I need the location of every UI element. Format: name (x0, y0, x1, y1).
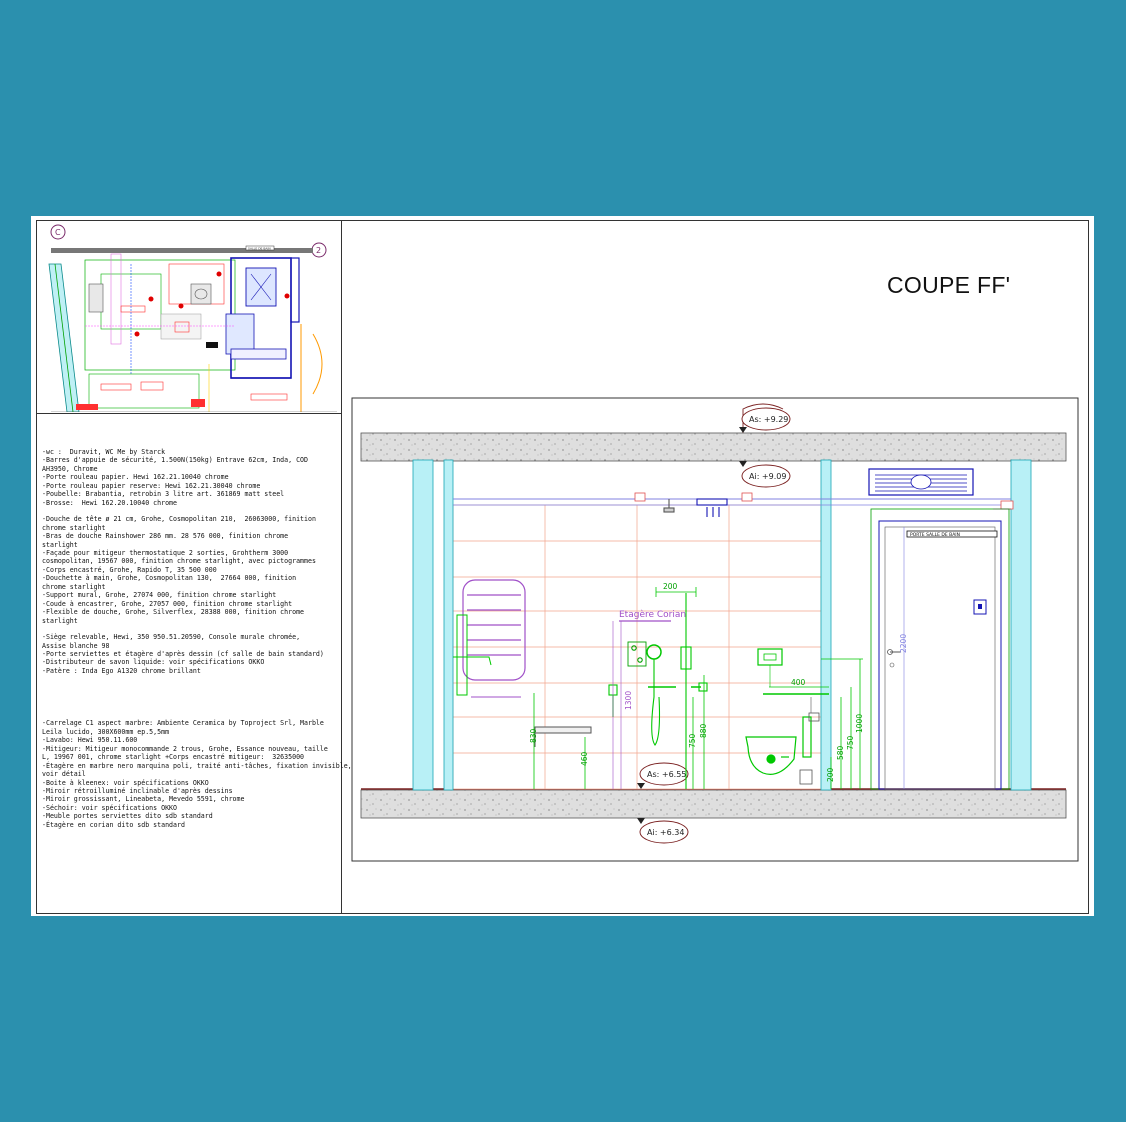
plan-title-tag: SALLE DE BAIN (248, 247, 271, 251)
note-line: -Mitigeur: Mitigeur monocommande 2 trous… (42, 744, 328, 753)
dimension-lines (533, 587, 863, 789)
dim-1300: 1300 (624, 691, 633, 710)
corian-shelf-label: Etagère Corian (619, 609, 686, 620)
dim-750-wc: 750 (846, 735, 855, 750)
note-line: L, 19967 001, chrome starlight +Corps en… (42, 753, 305, 762)
corian-shelf: Etagère Corian (612, 609, 686, 789)
door-tag: PORTE SALLE DE BAIN (910, 532, 960, 538)
note-line: -Flexible de douche, Grohe, Silverflex, … (42, 608, 305, 617)
notes-group-accessories: -Siège relevable, Hewi, 350 950.51.20590… (42, 633, 342, 675)
dim-400: 400 (791, 678, 806, 687)
level-marker-top-as: As: +9.29 (739, 403, 791, 433)
dim-830: 830 (529, 728, 538, 743)
key-plan: C 2 SALLE DE BAIN (41, 224, 337, 412)
sheet-divider-horizontal (36, 413, 341, 414)
level-marker-bottom-as: As: +6.55 (637, 762, 689, 789)
folding-seat (453, 614, 592, 747)
shower-assembly (608, 498, 728, 789)
note-line: -Étagère en corian dito sdb standard (42, 820, 185, 829)
plan-top-wall (51, 248, 313, 253)
note-line: -Brosse: Hewi 162.20.10040 chrome (42, 498, 177, 507)
note-line: -Façade pour mitigeur thermostatique 2 s… (42, 548, 289, 557)
ceiling-slab (360, 432, 1067, 462)
notes-group-shower: -Douche de tête ø 21 cm, Grohe, Cosmopol… (42, 515, 342, 625)
note-line: -Porte rouleau papier reserve: Hewi 162.… (42, 481, 261, 490)
dim-580: 580 (836, 745, 845, 760)
note-line: -Étagère en marbre nero marquina poli, t… (42, 761, 352, 770)
bathroom-door: PORTE SALLE DE BAIN (870, 508, 1011, 790)
note-line: -Porte rouleau papier. Hewi 162.21.10040… (42, 473, 229, 482)
dim-460: 460 (580, 751, 589, 766)
level-marker-top-ai: Ai: +9.09 (739, 461, 791, 488)
level-marker-bottom-ai: Ai: +6.34 (637, 818, 689, 844)
note-line: starlight (42, 616, 78, 625)
note-line: voir détail (42, 770, 86, 779)
note-line: -Boite à kleenex: voir spécifications OK… (42, 778, 209, 787)
note-line: -Carrelage C1 aspect marbre: Ambiente Ce… (42, 719, 324, 728)
ventilation-grille (868, 468, 974, 496)
dim-200-top: 200 (663, 582, 678, 591)
svg-text:As: +6.55: As: +6.55 (647, 770, 686, 779)
svg-text:Ai: +6.34: Ai: +6.34 (647, 828, 684, 837)
note-line: -Coude à encastrer, Grohe, 27057 000, fi… (42, 599, 293, 608)
note-line: Leila lucido, 300X600mm ep.5,5mm (42, 727, 170, 736)
note-line: -Support mural, Grohe, 27074 000, finiti… (42, 591, 277, 600)
note-line: chrome starlight (42, 523, 106, 532)
note-line: -Douchette à main, Grohe, Cosmopolitan 1… (42, 574, 297, 583)
dim-2200: 2200 (899, 634, 908, 653)
note-line: -Poubelle: Brabantia, retrobin 3 litre a… (42, 490, 285, 499)
svg-text:Ai: +9.09: Ai: +9.09 (749, 472, 786, 481)
note-line: chrome starlight (42, 582, 106, 591)
wc-unit (745, 648, 829, 785)
dim-200-vertical: 200 (826, 767, 835, 782)
specification-notes: -wc : Duravit, WC Me by Starck-Barres d'… (42, 448, 352, 837)
note-line: -Miroir grossissant, Lineabeta, Mevedo 5… (42, 795, 245, 804)
note-line: -Bras de douche Rainshower 286 mm. 28 57… (42, 532, 289, 541)
notes-group-finishes: -Carrelage C1 aspect marbre: Ambiente Ce… (42, 719, 352, 829)
wall-tiles (452, 504, 822, 790)
note-line: -Miroir rétroilluminé inclinable d'après… (42, 786, 233, 795)
note-line: -Séchoir: voir spécifications OKKO (42, 803, 177, 812)
note-line: AH3950, Chrome (42, 464, 98, 473)
note-line: Assise blanche 98 (42, 641, 110, 650)
note-line: -Corps encastré, Grohe, Rapido T, 35 500… (42, 565, 217, 574)
dim-880: 880 (699, 723, 708, 738)
note-line: -Barres d'appuie de sécurité, 1.500N(150… (42, 456, 308, 465)
note-line: starlight (42, 540, 78, 549)
note-line: -Distributeur de savon liquide: voir spé… (42, 658, 265, 667)
note-line: -Meuble portes serviettes dito sdb stand… (42, 812, 213, 821)
notes-group-wc: -wc : Duravit, WC Me by Starck-Barres d'… (42, 448, 342, 507)
towel-rack (462, 579, 526, 681)
floor-slab (360, 789, 1067, 819)
note-line: cosmopolitan, 19567 000, finition chrome… (42, 557, 316, 566)
plan-marker-right-label: 2 (316, 246, 321, 255)
dim-1000: 1000 (855, 714, 864, 733)
note-line: -Douche de tête ø 21 cm, Grohe, Cosmopol… (42, 515, 316, 524)
drawing-sheet: C 2 SALLE DE BAIN (31, 216, 1094, 916)
section-title: COUPE FF' (887, 272, 1011, 298)
section-drawing: As: +9.29 Ai: +9.09 As: +6.55 Ai: +6.34 (351, 397, 1079, 862)
note-line: -wc : Duravit, WC Me by Starck (42, 448, 166, 456)
note-line: -Porte serviettes et étagère d'après des… (42, 649, 324, 658)
note-line: -Siège relevable, Hewi, 350 950.51.20590… (42, 633, 301, 642)
sheet-divider-vertical (341, 220, 342, 914)
note-line: -Lavabo: Hewi 950.11.600 (42, 736, 138, 745)
plan-marker-left-label: C (55, 228, 61, 237)
note-line: -Patère : Inda Ego A1320 chrome brillant (42, 666, 201, 675)
cyan-columns (412, 459, 1032, 791)
dim-750-shower: 750 (688, 733, 697, 748)
plan-marker-left (50, 224, 66, 240)
sheet-border (36, 220, 1089, 914)
svg-text:As: +9.29: As: +9.29 (749, 415, 788, 424)
